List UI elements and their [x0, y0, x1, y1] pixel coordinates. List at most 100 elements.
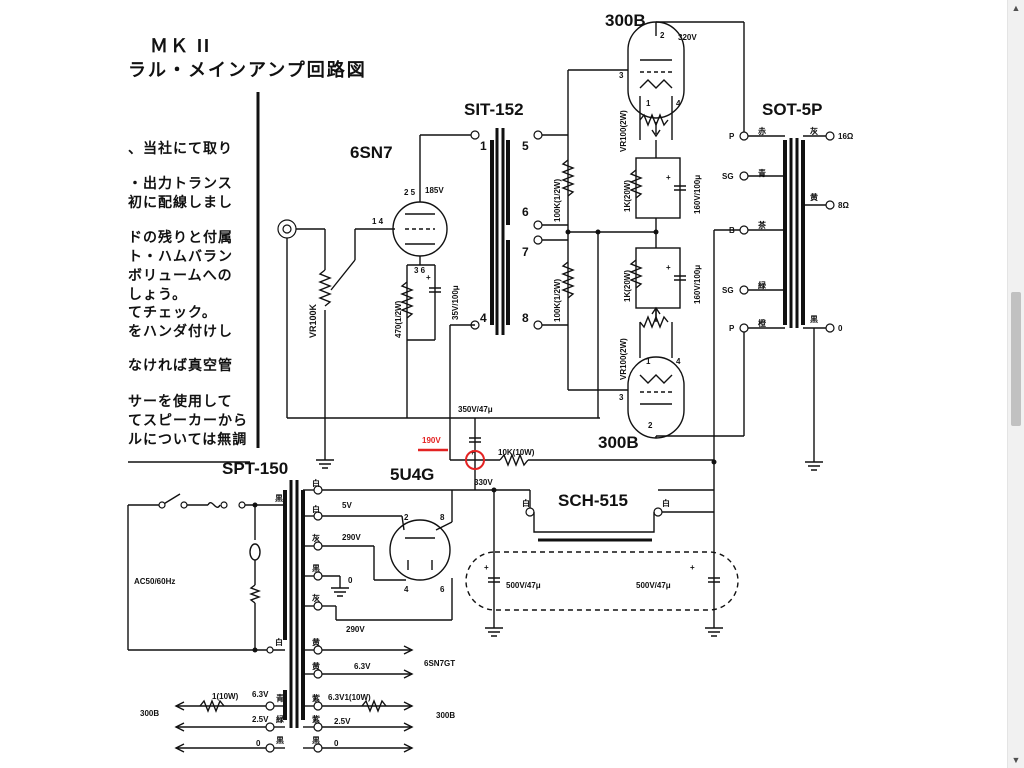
voltage-330: 330V: [474, 478, 493, 487]
note-line: しょう。: [128, 286, 187, 302]
tube-5u4g-icon: [389, 519, 451, 581]
ground-icon: [805, 461, 823, 471]
wire-color: 灰: [312, 533, 320, 543]
note-line: てスピーカーから: [128, 412, 248, 428]
pin-label: P: [729, 132, 735, 141]
pin-label: 6: [440, 585, 445, 594]
wire-color: 黒: [276, 735, 284, 745]
tube-300b-top-icon: [627, 21, 685, 119]
heater-6sn7-label: 6SN7GT: [424, 659, 455, 668]
zero-label: 0: [334, 739, 339, 748]
scroll-down-arrow-icon[interactable]: ▼: [1011, 755, 1021, 765]
pin-label: 4: [480, 311, 487, 325]
pin-label: 2: [660, 31, 665, 40]
tube-6sn7-label: 6SN7: [350, 143, 393, 162]
input-stage: VR100K: [277, 219, 600, 469]
wire-color: 白: [275, 637, 283, 647]
c350-label: 350V/47μ: [458, 405, 493, 414]
svg-text:+: +: [666, 263, 671, 272]
ac-input-label: AC50/60Hz: [134, 577, 175, 586]
spt-150-transformer: SPT-150 AC50/60Hz 黒 白 白: [127, 459, 455, 753]
pin-label: 8: [522, 311, 529, 325]
vertical-scrollbar[interactable]: ▲ ▼: [1007, 0, 1024, 768]
r1k-b-label: 1K(20W): [623, 270, 632, 302]
wire-color: 灰: [312, 593, 320, 603]
tube-6sn7: 6SN7 2 5 185V 1 4 3 6 + 470(1/2W) 35V/10…: [350, 134, 475, 418]
pin-label: 2 5: [404, 188, 416, 197]
voltage-185: 185V: [425, 186, 444, 195]
wire-color: 灰: [810, 126, 818, 136]
sit-152-label: SIT-152: [464, 100, 524, 119]
voltage-2-5v-right: 2.5V: [334, 717, 351, 726]
vr100-b-label: VR100(2W): [619, 338, 628, 380]
scroll-up-arrow-icon[interactable]: ▲: [1011, 3, 1021, 13]
pin-label: P: [729, 324, 735, 333]
wire-color: 紫: [312, 693, 320, 703]
sch-515-choke: SCH-515 白 白: [522, 489, 714, 542]
voltage-2-5v-left: 2.5V: [252, 715, 269, 724]
note-line: ・出力トランス: [128, 175, 233, 191]
svg-text:+: +: [470, 448, 475, 457]
pin-label: 4: [676, 357, 681, 366]
smoothing-capacitors: + 500V/47μ + 500V/47μ: [465, 490, 739, 637]
note-line: ドの残りと付属: [128, 229, 233, 245]
wire-color: 黒: [312, 563, 320, 573]
note-line: 、当社にて取り: [128, 140, 233, 156]
sit-152-transformer: SIT-152 1 4 5 6 7 8 100K(1/2W) 100K(1/2W…: [449, 70, 601, 460]
note-line: をハンダ付けし: [128, 323, 233, 339]
ground-icon: [705, 627, 723, 637]
pin-label: SG: [722, 172, 734, 181]
tap-16ohm: 16Ω: [838, 132, 854, 141]
tube-300b-top: 300B 2 320V 3 1 4 VR100(2W): [568, 11, 745, 152]
wire-color: 黄: [312, 661, 320, 671]
tap-8ohm: 8Ω: [838, 201, 849, 210]
pin-label: 1 4: [372, 217, 384, 226]
tap-0ohm: 0: [838, 324, 843, 333]
wire-color: 白: [312, 478, 320, 488]
spt-150-label: SPT-150: [222, 459, 288, 478]
sot-5p-label: SOT-5P: [762, 100, 822, 119]
r100k-a-label: 100K(1/2W): [553, 179, 562, 222]
r100k-b-label: 100K(1/2W): [553, 279, 562, 322]
sch-515-label: SCH-515: [558, 491, 628, 510]
svg-text:+: +: [426, 273, 431, 282]
note-line: サーを使用して: [128, 393, 233, 409]
wire-color: 白: [522, 498, 530, 508]
wire-color: 紫: [312, 714, 320, 724]
zero-label: 0: [348, 576, 353, 585]
wire-color: 赤: [758, 126, 766, 136]
pin-label: 8: [440, 513, 445, 522]
scroll-thumb[interactable]: [1011, 292, 1021, 426]
ground-icon: [485, 627, 503, 637]
tube-300b-bottom-icon: [627, 356, 685, 439]
ground-icon: [316, 459, 334, 469]
tube-300b-top-label: 300B: [605, 11, 646, 30]
pin-label: 3: [619, 393, 624, 402]
pin-label: SG: [722, 286, 734, 295]
wire-color: 緑: [758, 280, 767, 290]
wire-color: 白: [662, 498, 670, 508]
voltage-290a: 290V: [342, 533, 361, 542]
r1-10w-left: 1(10W): [212, 692, 239, 701]
c160-b-label: 160V/100μ: [693, 265, 702, 304]
tube-5u4g: 5U4G 2 8 4 6: [318, 465, 453, 594]
vr100-a-label: VR100(2W): [619, 110, 628, 152]
pin-label: 2: [404, 513, 409, 522]
svg-text:+: +: [690, 563, 695, 572]
zero-label: 0: [256, 739, 261, 748]
wire-color: 黄: [312, 637, 320, 647]
svg-text:+: +: [484, 563, 489, 572]
c500-a-label: 500V/47μ: [506, 581, 541, 590]
ground-icon: [331, 587, 349, 597]
annotation-circle: [465, 450, 485, 470]
note-line: ボリュームへの: [128, 267, 233, 283]
tube-300b-bottom: VR100(2W) 1 4 3 2 300B: [568, 306, 745, 452]
wire-color: 茶: [757, 220, 767, 230]
svg-text:+: +: [666, 173, 671, 182]
c35-label: 35V/100μ: [451, 285, 460, 320]
pin-label: 6: [522, 205, 529, 219]
sot-5p-transformer: SOT-5P P SG B SG P 16Ω 8Ω 0 赤 青 茶 緑 橙 灰 …: [713, 100, 854, 628]
pin-label: 4: [676, 99, 681, 108]
